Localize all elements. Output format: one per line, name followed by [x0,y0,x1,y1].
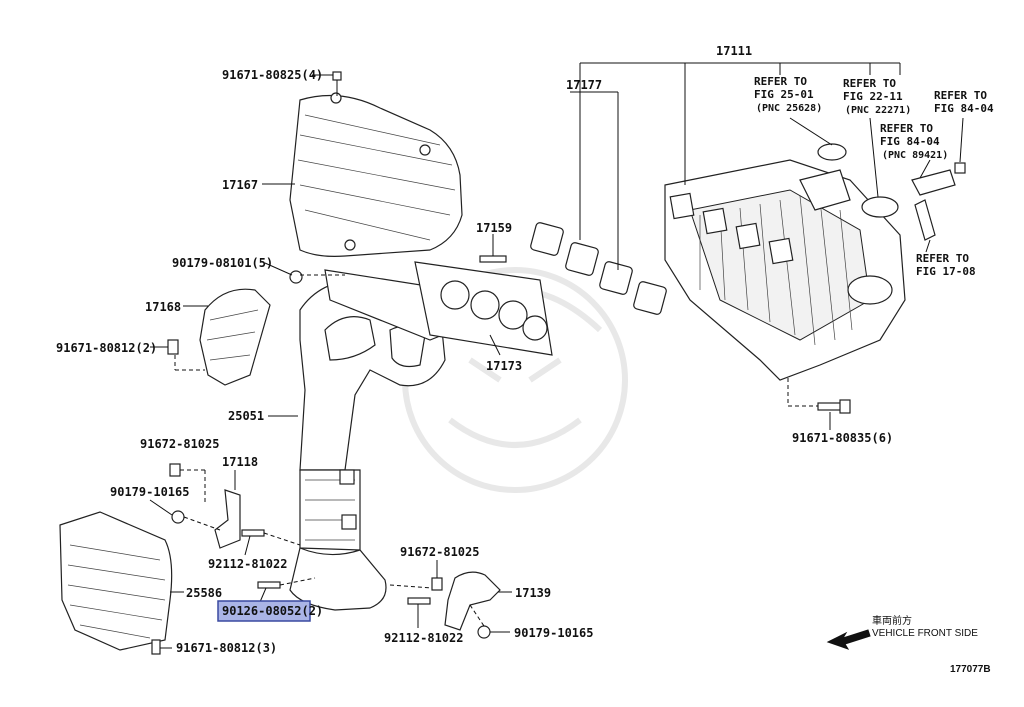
label-90179-10165-right[interactable]: 90179-10165 [514,626,593,640]
label-17111[interactable]: 17111 [716,44,752,58]
ref1-line3: (PNC 25628) [756,103,822,114]
label-92112-81022-right[interactable]: 92112-81022 [384,631,463,645]
bracket-17139[interactable] [444,571,501,631]
ref5-line2[interactable]: FIG 17-08 [916,265,976,278]
ref3-line2[interactable]: FIG 84-04 [934,102,994,115]
ref5-line1: REFER TO [916,252,969,265]
label-91671-80835[interactable]: 91671-80835(6) [792,431,893,445]
front-arrow-icon [826,629,871,650]
heat-insulator-side[interactable] [199,288,271,386]
stud-92112-81022-left[interactable] [241,529,265,537]
ref2-line1: REFER TO [843,77,896,90]
label-90179-10165-left[interactable]: 90179-10165 [110,485,189,499]
nut-90179-08101[interactable] [289,270,303,284]
label-91672-81025-left[interactable]: 91672-81025 [140,437,219,451]
bolt-91671-80812-lower[interactable] [151,639,161,655]
heat-insulator-upper[interactable] [289,92,463,257]
ref2-line3: (PNC 22271) [845,105,911,116]
label-90179-08101[interactable]: 90179-08101(5) [172,256,273,270]
o-ring-large[interactable] [861,196,899,218]
stud-92112-81022-right[interactable] [407,597,431,605]
ref1-line2[interactable]: FIG 25-01 [754,88,814,101]
vehicle-front-indicator: 車両前方 VEHICLE FRONT SIDE [826,614,978,650]
bolt-91672-81025-right[interactable] [431,577,443,591]
o-ring-small[interactable] [817,143,847,161]
ref4-line2[interactable]: FIG 84-04 [880,135,940,148]
stud-17159[interactable] [479,255,507,263]
ref2-line2[interactable]: FIG 22-11 [843,90,903,103]
label-17167[interactable]: 17167 [222,178,258,192]
nut-90179-10165-left[interactable] [171,510,185,524]
exhaust-manifold-gasket[interactable] [414,261,553,356]
vacuum-fitting[interactable] [911,162,966,241]
label-17118[interactable]: 17118 [222,455,258,469]
part-labels: 17111 17177 17167 17159 17168 17173 2505… [56,44,893,655]
label-91672-81025-right[interactable]: 91672-81025 [400,545,479,559]
nut-90179-10165-right[interactable] [477,625,491,639]
bolt-91672-81025-left[interactable] [169,463,181,477]
label-17173[interactable]: 17173 [486,359,522,373]
intake-manifold[interactable] [664,159,906,381]
front-label-jp: 車両前方 [872,614,912,627]
label-25586[interactable]: 25586 [186,586,222,600]
ref4-line3: (PNC 89421) [882,150,948,161]
label-25051[interactable]: 25051 [228,409,264,423]
leader-lines [149,62,964,649]
figure-id: 177077B [950,664,991,675]
label-17177[interactable]: 17177 [566,78,602,92]
ref1-line1: REFER TO [754,75,807,88]
ref4-line1: REFER TO [880,122,933,135]
bracket-17118[interactable] [214,489,241,549]
intake-gasket-set[interactable] [530,222,667,315]
ref3-line1: REFER TO [934,89,987,102]
label-91671-80812-lower[interactable]: 91671-80812(3) [176,641,277,655]
reference-notes: REFER TO FIG 25-01 (PNC 25628) REFER TO … [754,75,994,278]
label-17139[interactable]: 17139 [515,586,551,600]
label-17168[interactable]: 17168 [145,300,181,314]
label-17159[interactable]: 17159 [476,221,512,235]
stud-90126-08052[interactable] [257,581,281,589]
bolt-91671-80825[interactable] [332,71,342,96]
label-91671-80825[interactable]: 91671-80825(4) [222,68,323,82]
label-90126-08052[interactable]: 90126-08052(2) [222,604,323,618]
heat-insulator-lower[interactable] [59,511,173,651]
label-92112-81022-left[interactable]: 92112-81022 [208,557,287,571]
highlight-box [217,600,311,622]
front-label-en: VEHICLE FRONT SIDE [872,628,978,639]
bolt-91671-80835[interactable] [817,399,851,414]
label-91671-80812-upper[interactable]: 91671-80812(2) [56,341,157,355]
bolt-91671-80812-upper[interactable] [167,339,179,355]
